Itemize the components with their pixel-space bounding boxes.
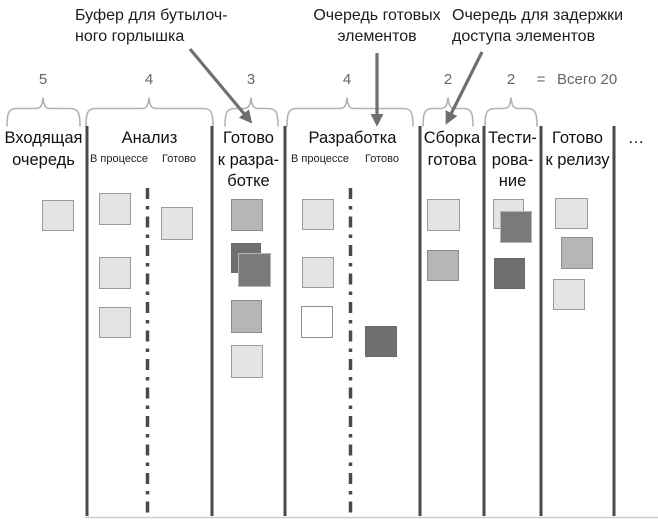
title-line: Входящая [4, 129, 83, 147]
subcolumn-title-development-inprogress: В процессе [291, 153, 349, 165]
kanban-card [161, 207, 193, 240]
title-line: ние [498, 172, 527, 190]
title-line: Готово [552, 129, 603, 147]
wip-limit-ready-dev: 3 [246, 71, 256, 88]
brace-development [286, 97, 414, 127]
title-line: рова- [491, 150, 534, 169]
kanban-card [302, 199, 334, 230]
wip-total-label: Всего 20 [557, 71, 618, 88]
kanban-card [427, 250, 459, 281]
wip-limit-build: 2 [443, 71, 453, 88]
kanban-card [302, 257, 334, 288]
kanban-card [555, 198, 588, 229]
kanban-card [99, 307, 131, 338]
wip-limit-testing: 2 [506, 71, 516, 88]
callout-line: элементов [337, 28, 417, 45]
kanban-card [561, 237, 593, 269]
brace-ready-dev [224, 97, 279, 127]
wip-limit-development: 4 [342, 71, 352, 88]
column-title-ellipsis: … [614, 128, 658, 150]
kanban-card [231, 300, 262, 333]
equals-sign: = [536, 71, 546, 88]
kanban-card [427, 199, 460, 231]
callout-line: Буфер для бутылоч- [75, 7, 228, 24]
column-title-analysis: Анализ [87, 128, 212, 150]
column-title-development: Разработка [285, 128, 420, 150]
subcolumn-title-development-done: Готово [365, 153, 399, 165]
title-line: … [627, 129, 645, 147]
callout-line: доступа элементов [452, 28, 596, 45]
column-title-ready-release: Готово к релизу [541, 128, 614, 171]
kanban-card [99, 193, 131, 225]
brace-incoming [6, 97, 81, 127]
kanban-card [238, 253, 271, 287]
callout-ready-items-queue: Очередь готовых элементов [297, 5, 457, 47]
title-line: к релизу [545, 150, 610, 169]
kanban-card [99, 257, 131, 289]
kanban-card [494, 258, 525, 289]
title-line: Анализ [121, 129, 178, 147]
title-line: Тести- [488, 129, 537, 147]
subcolumn-title-analysis-done: Готово [162, 153, 196, 165]
column-title-build: Сборка готова [420, 128, 484, 171]
callout-line: ного горлышка [75, 28, 185, 45]
subcolumn-title-analysis-inprogress: В процессе [90, 153, 148, 165]
kanban-card [231, 199, 263, 231]
arrow-bottleneck-buffer [188, 47, 253, 124]
title-line: Разработка [308, 129, 397, 147]
arrow-delayed-access-queue [445, 51, 484, 125]
title-line: Готово [223, 129, 274, 147]
title-line: очередь [12, 150, 75, 169]
callout-bottleneck-buffer: Буфер для бутылоч- ного горлышка [75, 5, 228, 47]
kanban-card [553, 279, 585, 310]
brace-testing [484, 97, 538, 127]
title-line: Сборка [423, 129, 481, 147]
wip-limit-analysis: 4 [144, 71, 154, 88]
kanban-card [365, 326, 397, 357]
callout-line: Очередь готовых [313, 7, 441, 24]
brace-analysis [85, 97, 214, 127]
title-line: готова [427, 150, 477, 169]
kanban-card [301, 306, 333, 338]
wip-limit-incoming: 5 [38, 71, 48, 88]
callout-delayed-access-queue: Очередь для задержки доступа элементов [452, 5, 623, 47]
kanban-card [42, 200, 74, 231]
title-line: к разра- [217, 150, 280, 169]
column-title-testing: Тести- рова- ние [484, 128, 541, 193]
title-line: ботке [227, 172, 270, 190]
column-title-ready-dev: Готово к разра- ботке [212, 128, 285, 193]
callout-line: Очередь для задержки [452, 7, 624, 24]
kanban-card [500, 211, 532, 243]
column-title-incoming: Входящая очередь [0, 128, 87, 171]
kanban-card [231, 345, 263, 378]
brace-build [422, 97, 474, 127]
